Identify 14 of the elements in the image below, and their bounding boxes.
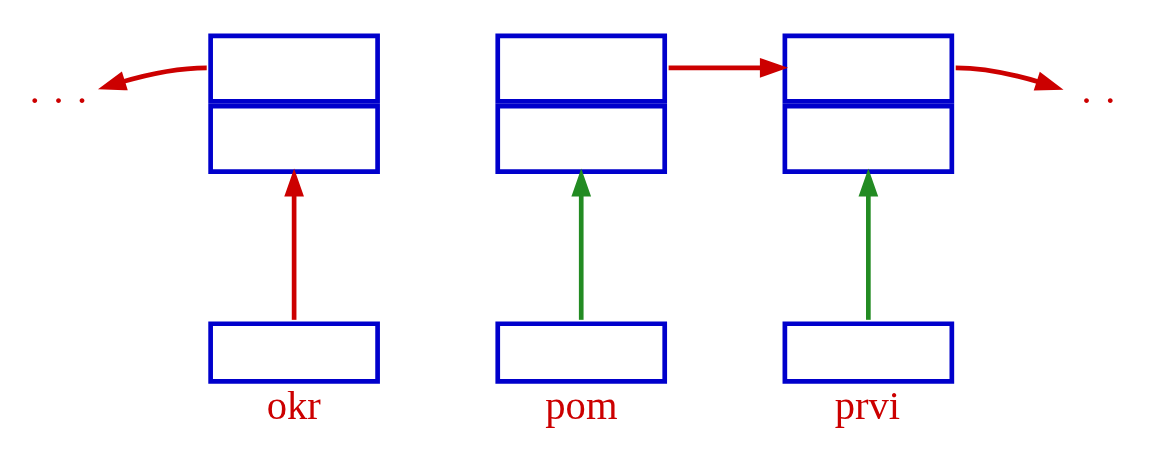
node-box	[208, 320, 380, 384]
arrow	[97, 64, 207, 90]
node-label: okr	[266, 382, 321, 428]
arrow	[955, 64, 1064, 91]
arrow	[858, 167, 879, 320]
arrow	[571, 167, 592, 320]
node-text: · · ·	[28, 77, 89, 123]
node-text: · ·	[1079, 77, 1117, 123]
node-label: pom	[545, 382, 618, 428]
node-label: prvi	[834, 382, 901, 428]
node-box	[782, 320, 955, 384]
arrow	[668, 57, 789, 78]
node-box	[495, 320, 668, 384]
arrow	[284, 167, 304, 320]
